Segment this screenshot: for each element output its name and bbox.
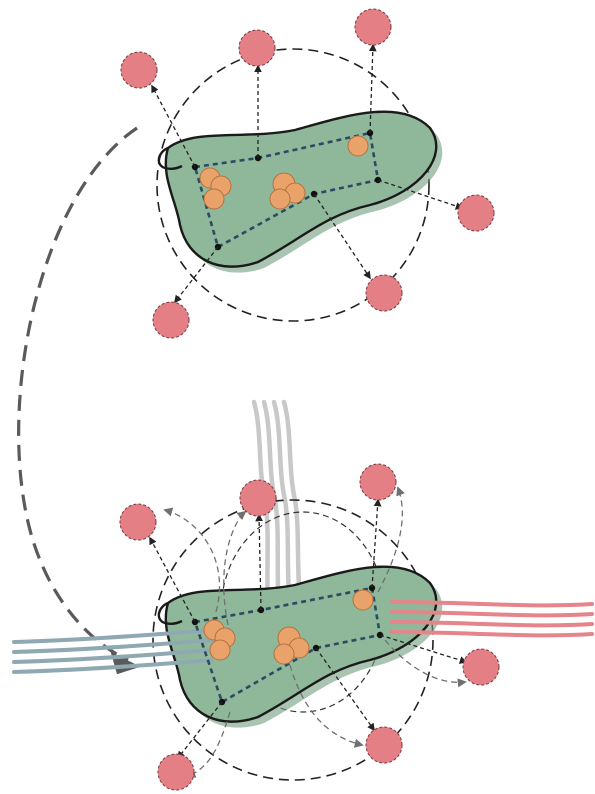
transition-arrow (19, 128, 141, 675)
state-after (14, 402, 592, 790)
state-before (121, 9, 494, 338)
